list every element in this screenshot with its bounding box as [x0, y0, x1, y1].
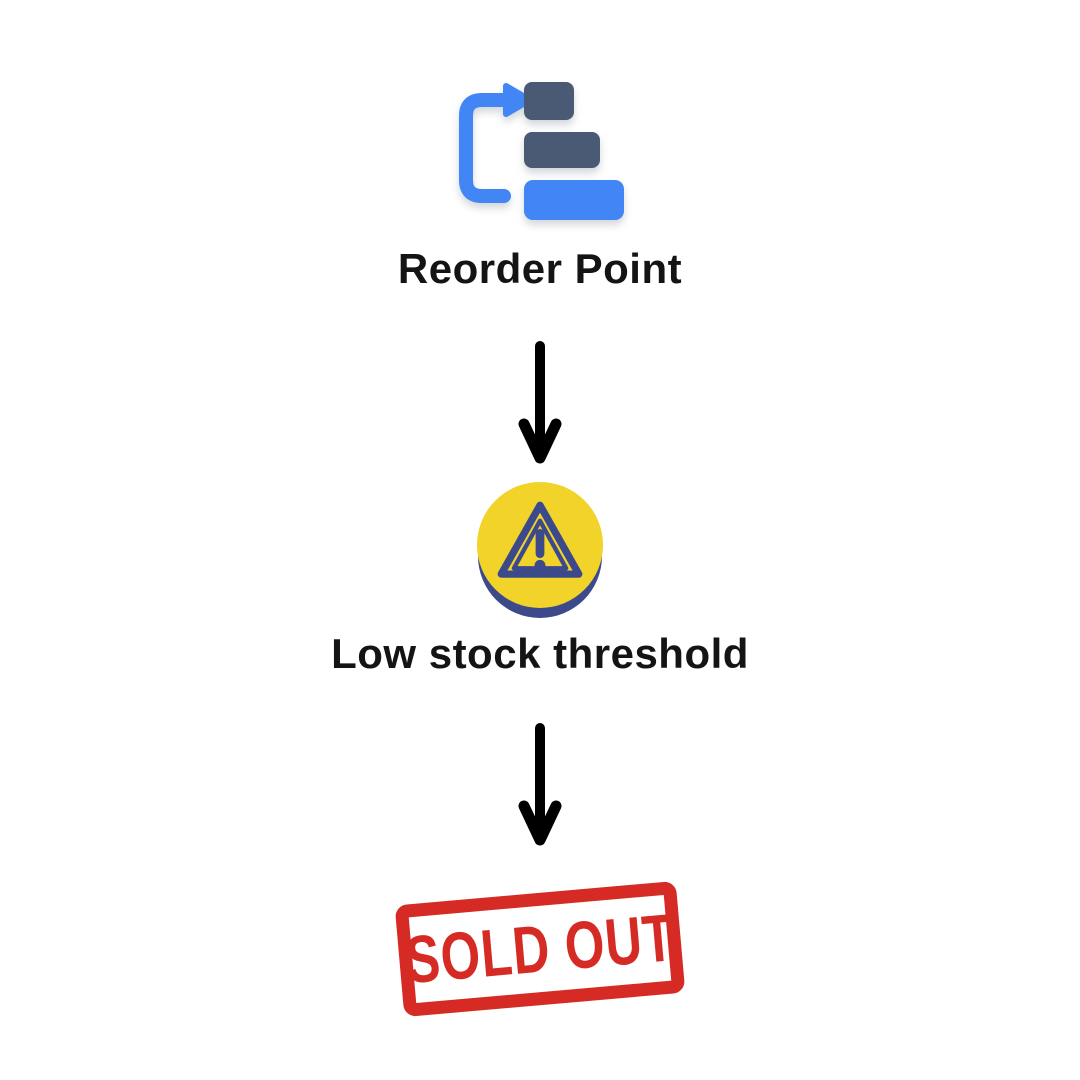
sold-out-stamp-text: SOLD OUT — [402, 900, 678, 998]
sold-out-stamp: SOLD OUT — [394, 880, 686, 1018]
step-label-reorder-point: Reorder Point — [397, 245, 683, 292]
reorder-bars-loop-icon — [459, 82, 624, 220]
reorder-point-icon — [450, 76, 630, 236]
warning-triangle-icon — [497, 501, 583, 578]
down-arrow-icon — [518, 340, 562, 472]
down-arrow-icon — [518, 722, 562, 854]
warning-badge-face — [477, 482, 603, 608]
warning-icon — [477, 482, 603, 620]
step-label-low-stock-threshold: Low stock threshold — [331, 630, 749, 677]
